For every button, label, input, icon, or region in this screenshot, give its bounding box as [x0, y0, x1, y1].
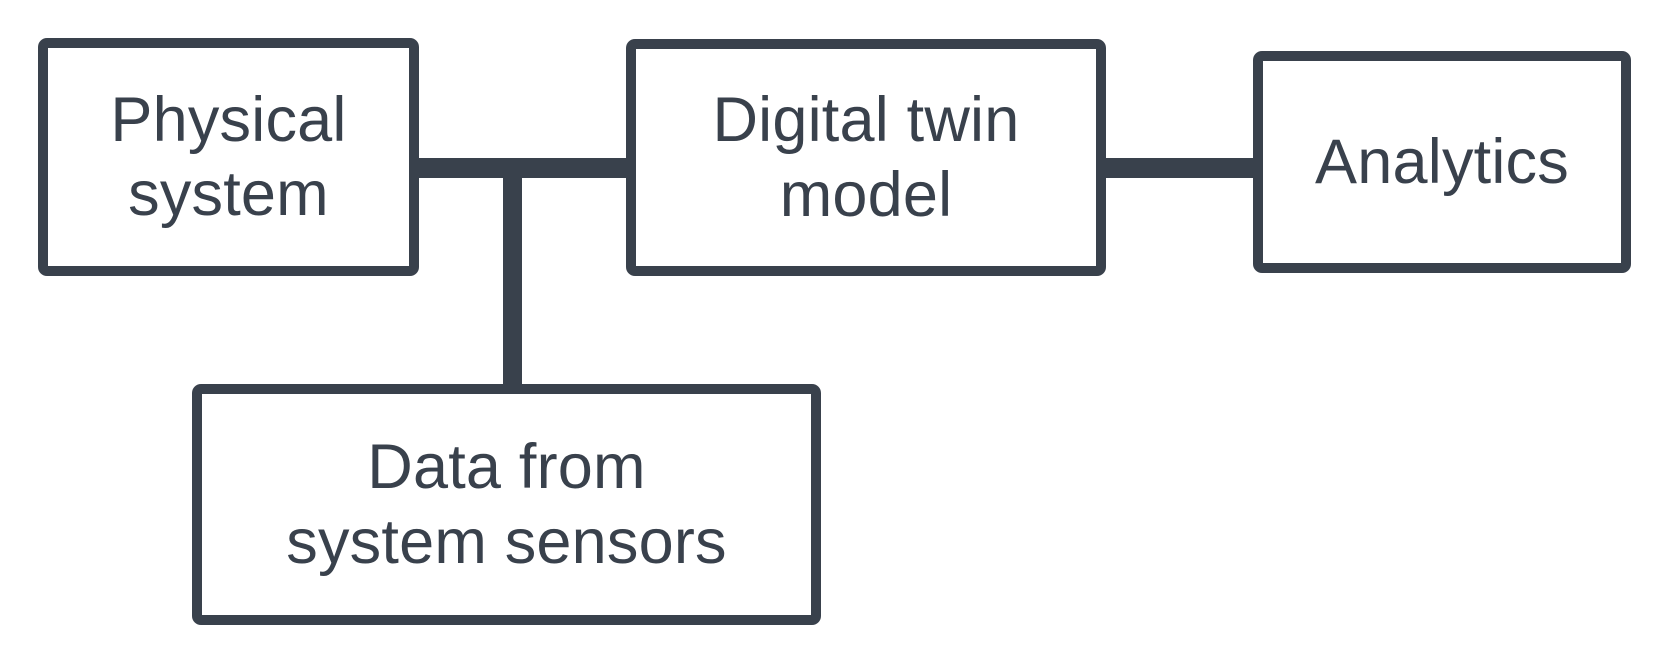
node-physical-system-label: Physical system	[110, 84, 347, 229]
node-data-from-system-sensors-label: Data from system sensors	[286, 432, 727, 577]
node-data-from-system-sensors[interactable]: Data from system sensors	[192, 384, 821, 625]
connector-digital-twin-model-to-analytics	[1090, 158, 1268, 178]
node-digital-twin-model-label: Digital twin model	[712, 85, 1020, 230]
node-digital-twin-model[interactable]: Digital twin model	[626, 39, 1106, 276]
node-physical-system[interactable]: Physical system	[38, 38, 419, 276]
node-analytics-label: Analytics	[1315, 126, 1569, 197]
node-analytics[interactable]: Analytics	[1253, 51, 1631, 273]
connector-branch-to-data-from-system-sensors	[503, 158, 522, 394]
